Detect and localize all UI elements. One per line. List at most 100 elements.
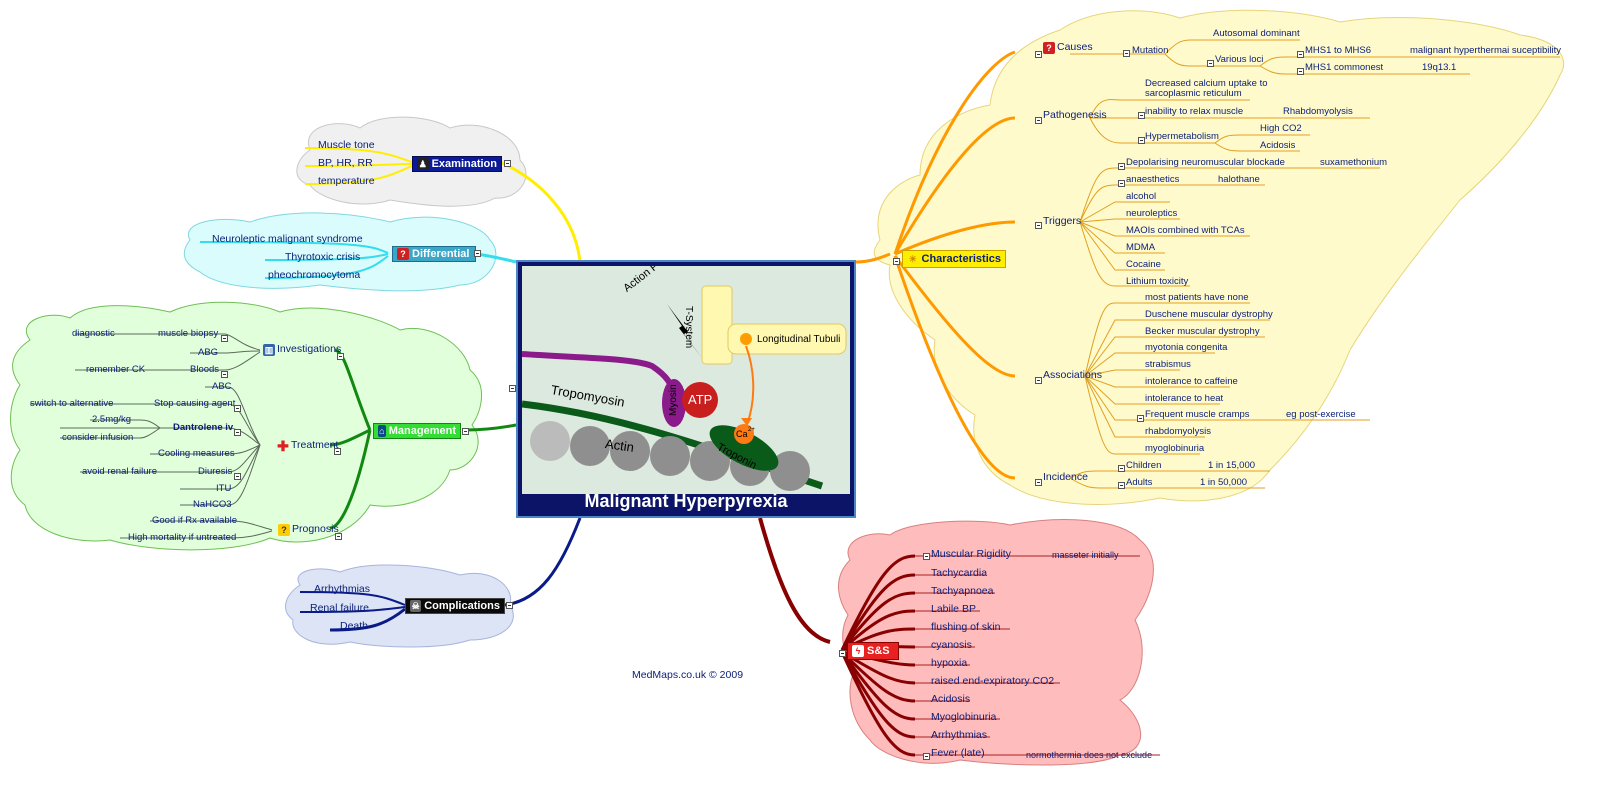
chart-icon: ▥ (263, 344, 275, 356)
causes-item: MHS1 to MHS6 (1305, 45, 1371, 56)
relax-collapse-toggle[interactable] (1138, 112, 1145, 119)
trigger-item: alcohol (1126, 191, 1157, 202)
central-title: Malignant Hyperpyrexia (584, 491, 788, 511)
question-icon: ? (1043, 42, 1055, 54)
muscle-diagram-art (522, 285, 847, 491)
characteristics-cloud (873, 9, 1565, 505)
question-icon: ? (278, 524, 290, 536)
treatment-label: Treatment (291, 439, 339, 451)
sign-item: hypoxia (931, 657, 968, 669)
sign-item: Tachycardia (931, 567, 988, 579)
question-icon: ? (397, 248, 409, 260)
incidence-item: Adults (1126, 477, 1153, 488)
examination-item: temperature (318, 175, 375, 187)
skull-icon: ☠ (410, 600, 422, 612)
trigger-item: Cocaine (1126, 259, 1161, 270)
incidence-item: Children (1126, 460, 1162, 471)
examination-label: Examination (431, 158, 497, 170)
hypermetabolism-collapse-toggle[interactable] (1138, 137, 1145, 144)
management-collapse-toggle[interactable] (462, 428, 469, 435)
sign-item: Fever (late) (931, 747, 985, 759)
differential-item: pheochromocytoma (268, 269, 361, 281)
complications-node[interactable]: ☠ Complications (405, 598, 505, 614)
pathogenesis-item: High CO2 (1260, 123, 1302, 134)
treatment-detail: 2.5mg/kg (92, 414, 132, 425)
anaesthetics-collapse-toggle[interactable] (1118, 180, 1125, 187)
management-label: Management (388, 425, 456, 437)
incidence-collapse-toggle[interactable] (1035, 479, 1042, 486)
mhs1-common-collapse-toggle[interactable] (1297, 68, 1304, 75)
pathogenesis-item: Rhabdomyolysis (1283, 106, 1353, 117)
complications-label: Complications (424, 600, 500, 612)
investigation-item: muscle biopsy (158, 328, 219, 339)
center-collapse-toggle[interactable] (509, 385, 516, 392)
central-topic: Action Potential T-System Longitudinal T… (516, 260, 856, 518)
examination-node[interactable]: ♟ Examination (412, 156, 502, 172)
association-item: myoglobinuria (1145, 443, 1205, 454)
incidence-label: Incidence (1043, 471, 1088, 483)
incidence-value: 1 in 15,000 (1208, 460, 1256, 471)
fever-collapse-toggle[interactable] (923, 753, 930, 760)
adults-collapse-toggle[interactable] (1118, 482, 1125, 489)
associations-collapse-toggle[interactable] (1035, 377, 1042, 384)
bloods-collapse-toggle[interactable] (221, 371, 228, 378)
rigidity-collapse-toggle[interactable] (923, 553, 930, 560)
causes-collapse-toggle[interactable] (1035, 51, 1042, 58)
association-item: eg post-exercise (1286, 409, 1356, 420)
associations-label: Associations (1043, 369, 1102, 381)
myosin-label: Myosin (668, 384, 679, 416)
prognosis-collapse-toggle[interactable] (335, 533, 342, 540)
differential-label: Differential (412, 248, 470, 260)
dantrolene-collapse-toggle[interactable] (234, 429, 241, 436)
cramps-collapse-toggle[interactable] (1137, 415, 1144, 422)
sns-label: S&S (867, 645, 890, 657)
investigations-label: Investigations (277, 343, 342, 355)
muscle-diagram: Action Potential T-System Longitudinal T… (522, 266, 850, 494)
investigation-item: Bloods (190, 364, 220, 375)
investigations-collapse-toggle[interactable] (337, 353, 344, 360)
sign-item: Muscular Rigidity (931, 548, 1011, 560)
sign-item: Labile BP (931, 603, 976, 615)
treatment-item: NaHCO3 (193, 499, 232, 510)
complication-item: Renal failure (310, 602, 369, 614)
diuresis-collapse-toggle[interactable] (234, 473, 241, 480)
mutation-collapse-toggle[interactable] (1123, 50, 1130, 57)
treatment-collapse-toggle[interactable] (334, 448, 341, 455)
trigger-item: neuroleptics (1126, 208, 1178, 219)
pathogenesis-item: Decreased calcium uptake to (1145, 78, 1268, 89)
depol-collapse-toggle[interactable] (1118, 163, 1125, 170)
treatment-item: ABC (212, 381, 232, 392)
various-loci-collapse-toggle[interactable] (1207, 60, 1214, 67)
muscle-biopsy-collapse-toggle[interactable] (221, 335, 228, 342)
differential-collapse-toggle[interactable] (474, 250, 481, 257)
sns-node[interactable]: ϟ S&S (847, 642, 899, 660)
sign-item: Arrhythmias (931, 729, 988, 741)
association-item: Frequent muscle cramps (1145, 409, 1250, 420)
mhs1-6-collapse-toggle[interactable] (1297, 51, 1304, 58)
pathogenesis-collapse-toggle[interactable] (1035, 117, 1042, 124)
examination-collapse-toggle[interactable] (504, 160, 511, 167)
sign-item: flushing of skin (931, 621, 1001, 633)
sign-item: Acidosis (931, 693, 971, 705)
examination-item: Muscle tone (318, 139, 375, 151)
association-item: Duschene muscular dystrophy (1145, 309, 1273, 320)
children-collapse-toggle[interactable] (1118, 465, 1125, 472)
complications-collapse-toggle[interactable] (506, 602, 513, 609)
sign-detail: normothermia does not exclude (1026, 750, 1153, 760)
causes-item: Mutation (1132, 45, 1169, 56)
characteristics-node[interactable]: ☀ Characteristics (902, 250, 1006, 268)
prognosis-label: Prognosis (292, 523, 339, 535)
sns-collapse-toggle[interactable] (839, 650, 846, 657)
pathogenesis-item: sarcoplasmic reticulum (1145, 88, 1242, 99)
association-item: most patients have none (1145, 292, 1249, 303)
stop-agent-collapse-toggle[interactable] (234, 405, 241, 412)
characteristics-collapse-toggle[interactable] (893, 258, 900, 265)
trigger-item: Lithium toxicity (1126, 276, 1189, 287)
management-node[interactable]: ⌂ Management (373, 423, 461, 439)
sign-item: cyanosis (931, 639, 972, 651)
differential-node[interactable]: ? Differential (392, 246, 476, 262)
management-icon: ⌂ (378, 425, 386, 437)
treatment-item: Dantrolene iv (173, 422, 234, 433)
triggers-collapse-toggle[interactable] (1035, 222, 1042, 229)
